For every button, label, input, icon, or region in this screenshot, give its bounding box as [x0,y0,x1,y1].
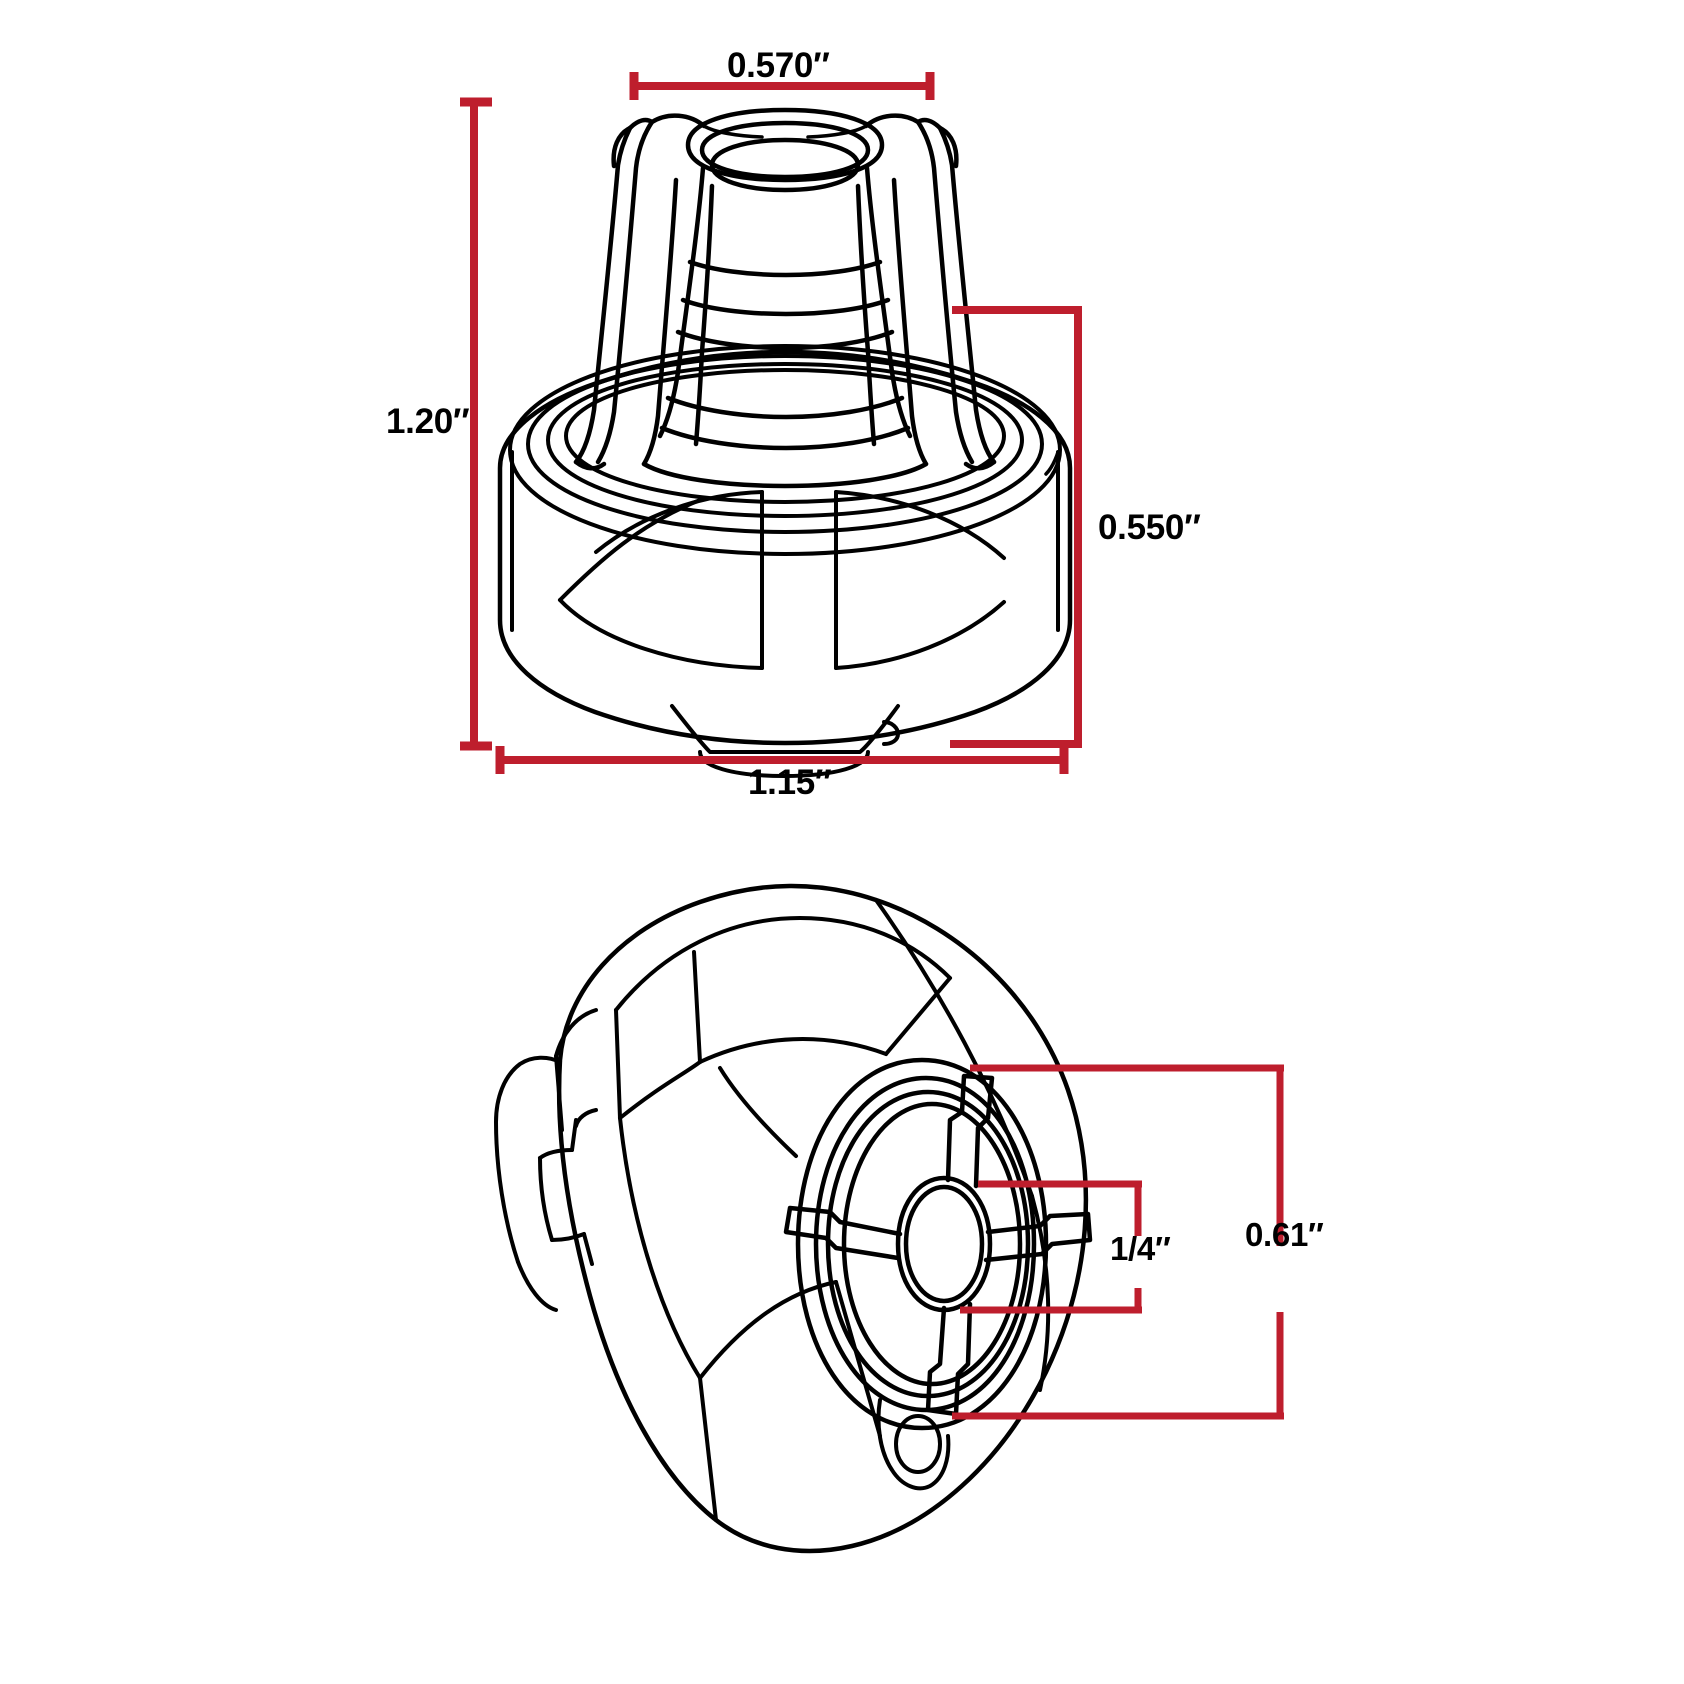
dimension-label-hex-height: 0.550″ [1098,508,1201,547]
hex-facets-2 [614,916,952,1522]
dimension-bore-diameter [960,1180,1142,1314]
dimension-label-collet-width: 0.570″ [727,46,830,85]
dimension-label-hex-width: 1.15″ [748,763,832,802]
top-isometric-view [497,107,1073,778]
collet-top-details [702,124,1060,476]
dimension-overall-height [460,97,492,751]
hex-body-outline [497,349,1073,746]
top-view-dimensions [460,72,1082,774]
collet-bottom-lug [876,1398,951,1491]
collet-assembly [573,107,997,489]
dimension-hex-height [950,306,1082,748]
hex-collet-junction [718,898,1051,1392]
rear-collet-flange [494,1008,598,1312]
hex-body-outline-2 [556,883,1089,1554]
dimension-collet-width [629,72,935,100]
bottom-view-dimensions [952,1064,1284,1420]
dimension-label-bore-diameter: 1/4″ [1110,1230,1171,1267]
dimension-collet-face [952,1064,1284,1420]
collet-slots [783,1073,1093,1417]
dimension-hex-width [495,746,1069,774]
front-collet-rings [795,1057,1049,1431]
collet-bore [895,1175,993,1313]
dimension-label-overall-height: 1.20″ [386,402,470,441]
dimension-label-collet-face: 0.61″ [1245,1216,1324,1253]
bottom-angled-view [494,883,1093,1554]
